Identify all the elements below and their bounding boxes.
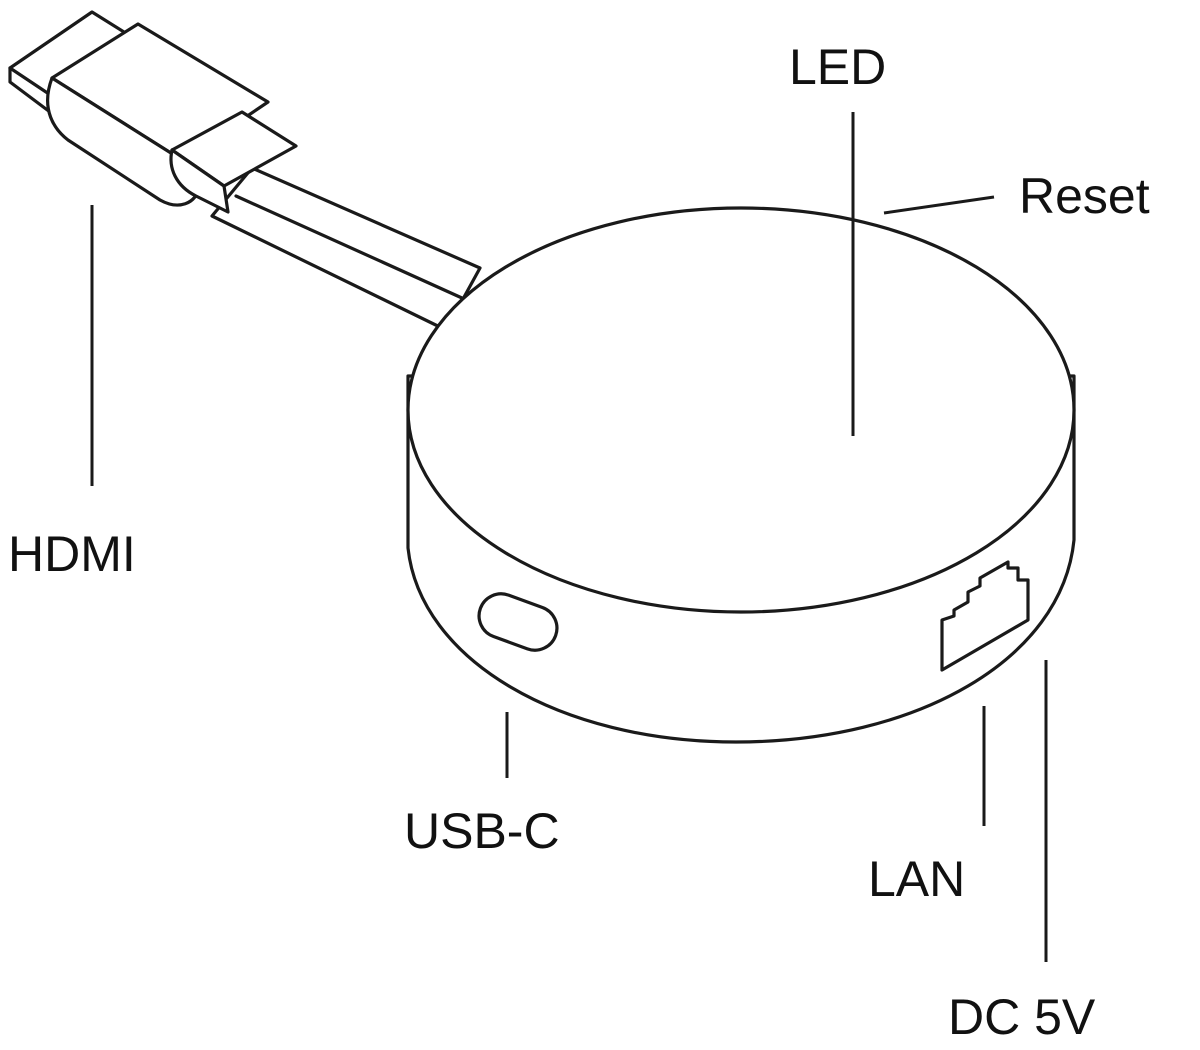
- usb-c-port: [477, 592, 559, 652]
- dc-5v-label: DC 5V: [948, 989, 1096, 1045]
- hdmi-cable: [210, 166, 482, 332]
- reset-leader: [883, 195, 995, 215]
- hub-body: [406, 206, 1076, 744]
- usb-c-label: USB-C: [404, 803, 560, 859]
- lan-label: LAN: [868, 851, 965, 907]
- hub-top-face: [406, 206, 1076, 614]
- reset-label: Reset: [1019, 168, 1150, 224]
- led-label: LED: [789, 39, 886, 95]
- hdmi-plug: [8, 10, 298, 214]
- hdmi-label: HDMI: [8, 526, 136, 582]
- lan-port: [940, 560, 1030, 672]
